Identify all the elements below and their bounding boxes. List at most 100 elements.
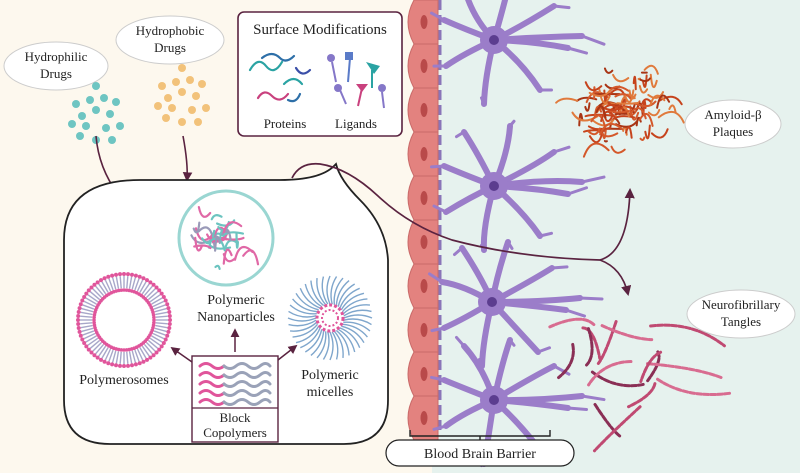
tangle-strand <box>600 324 654 342</box>
block-copolymers-line2: Copolymers <box>203 425 267 440</box>
amyloid-fibril <box>601 128 607 139</box>
astrocyte-branch <box>578 296 604 301</box>
outer-head <box>76 310 81 315</box>
drug-dot <box>82 122 90 130</box>
endothelial-nucleus <box>420 367 428 381</box>
astrocyte-branch <box>536 346 551 354</box>
amyloid-fibril <box>614 93 632 100</box>
bilayer-tail <box>154 307 167 313</box>
nanoparticle-strand <box>222 231 245 237</box>
outer-head <box>148 355 153 360</box>
bilayer-tail <box>139 281 147 293</box>
neurofibrillary-label: Neurofibrillary Tangles <box>686 289 796 339</box>
micelle-tail <box>333 277 344 305</box>
bilayer-tail <box>155 324 168 329</box>
outer-head <box>126 272 131 277</box>
outer-head <box>77 329 82 334</box>
outer-head <box>76 325 81 330</box>
inner-head <box>92 318 96 322</box>
outer-head <box>157 288 162 293</box>
bilayer-tail <box>152 300 165 308</box>
amyloid-fibril <box>658 95 683 106</box>
micelle-tail <box>304 329 323 353</box>
drug-dot <box>112 98 120 106</box>
micelle-tail <box>343 321 371 332</box>
bilayer-tail <box>89 291 100 300</box>
drug-dot <box>116 122 124 130</box>
outer-head <box>165 333 170 338</box>
micelle-tail <box>288 319 317 327</box>
micelle-tail <box>343 318 372 326</box>
bilayer-tail <box>149 337 161 346</box>
amyloid-fibril <box>582 142 610 158</box>
amyloid-fibril <box>629 107 647 120</box>
bilayer-tail <box>136 348 144 361</box>
bilayer-tail <box>144 344 153 355</box>
bilayer-tail <box>98 345 107 357</box>
outer-head <box>82 341 87 345</box>
astrocyte-branch <box>506 240 514 250</box>
endothelial-nucleus <box>420 191 428 205</box>
outer-head <box>84 344 89 349</box>
micelle-tail <box>343 309 372 317</box>
astrocyte <box>430 119 606 253</box>
protein-strands <box>248 52 312 103</box>
drug-dot <box>158 82 166 90</box>
inner-head <box>152 315 156 320</box>
outer-head <box>159 291 164 296</box>
bilayer-tail <box>101 281 109 293</box>
bilayer-tail <box>146 342 156 352</box>
amyloid-fibril <box>657 110 685 124</box>
astrocyte <box>430 0 606 107</box>
astrocyte-branch <box>566 186 588 196</box>
polymerosome <box>76 272 172 368</box>
astrocyte-branch <box>580 394 606 402</box>
astrocyte-branch <box>566 46 588 55</box>
amyloid-fibril <box>593 105 603 118</box>
inner-head <box>152 318 156 322</box>
amyloid-fibril <box>616 101 640 105</box>
outer-head <box>110 362 115 367</box>
hydrophobic-drugs-label: Hydrophobic Drugs <box>115 15 225 65</box>
astrocyte-branch <box>453 246 464 256</box>
drug-dot <box>194 118 202 126</box>
outer-head <box>110 273 115 278</box>
outer-head <box>117 272 122 277</box>
amyloid-fibril <box>618 106 630 118</box>
outer-head <box>161 341 166 345</box>
amyloid-line1: Amyloid-β <box>704 107 762 122</box>
nanoparticle-strand <box>193 244 212 250</box>
nanoparticle-strand <box>235 232 239 249</box>
micelle-tail <box>341 325 365 344</box>
astrocyte-branch <box>480 96 486 106</box>
micelle-core-ring <box>315 303 345 333</box>
outer-head <box>167 310 172 315</box>
inner-head <box>122 348 126 352</box>
bilayer-tail <box>80 311 93 316</box>
bilayer-tail <box>155 311 168 316</box>
copolymer-pink <box>198 380 226 388</box>
arrow-hydrophobic <box>182 135 193 182</box>
tangle-strand <box>645 362 725 380</box>
inner-head <box>122 288 126 292</box>
amyloid-fibril <box>578 112 584 127</box>
nanoparticle-strand <box>209 244 232 250</box>
astrocyte-branch <box>580 175 606 184</box>
amyloid-fibril <box>649 94 666 106</box>
amyloid-fibril <box>643 64 659 75</box>
amyloid-fibril <box>600 110 616 123</box>
bilayer-tail <box>149 294 161 303</box>
micelle-tail <box>339 287 360 309</box>
micelle-tail <box>299 288 321 309</box>
astrocyte-branch <box>432 204 448 214</box>
micelle-tail <box>322 331 330 360</box>
nanoparticle-strand <box>205 233 227 243</box>
drug-dot <box>186 76 194 84</box>
micelle-tail <box>339 327 361 348</box>
drug-dot <box>164 94 172 102</box>
bilayer-tail <box>151 297 163 305</box>
amyloid-fibril <box>599 122 624 136</box>
copolymer-grey <box>222 398 272 406</box>
nanoparticle-strand <box>222 248 233 265</box>
amyloid-fibril <box>607 98 626 108</box>
